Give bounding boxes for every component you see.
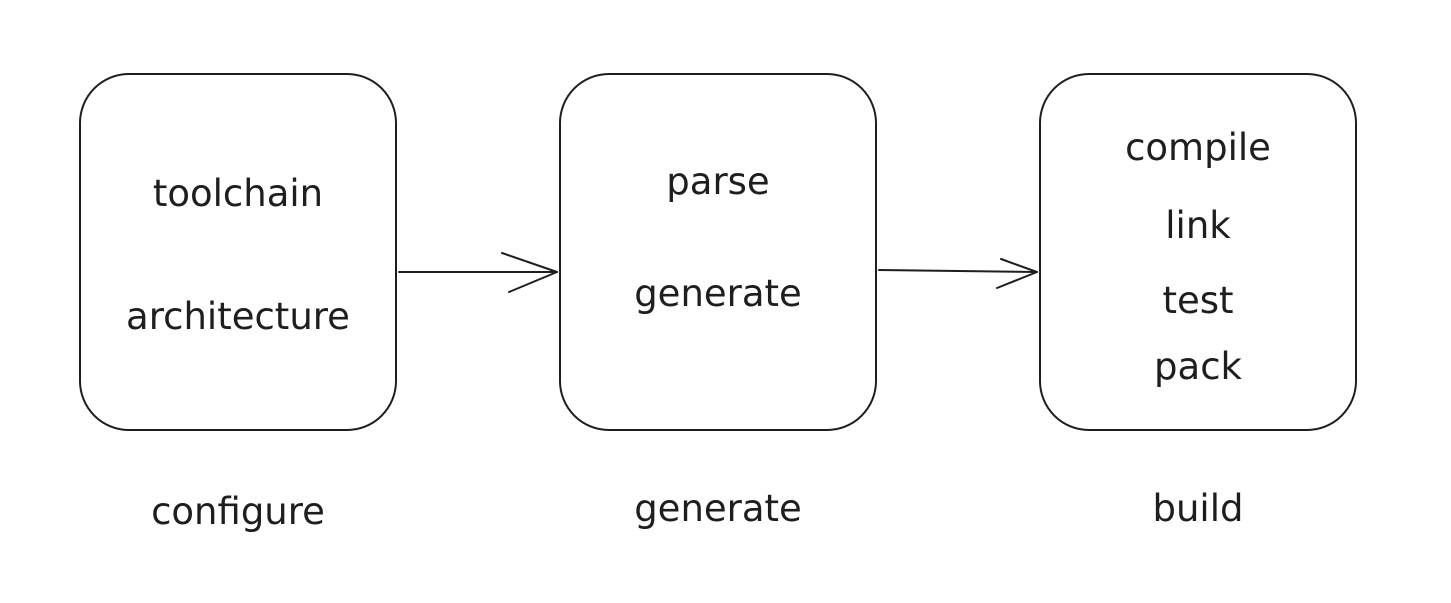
generate-stage-box: parse generate: [559, 73, 877, 431]
arrow-generate-to-build: [878, 258, 1038, 289]
step-parse: parse: [666, 160, 770, 203]
step-test: test: [1162, 279, 1234, 322]
step-pack: pack: [1154, 345, 1242, 388]
phase-label-build: build: [1152, 487, 1244, 530]
step-compile: compile: [1125, 126, 1271, 169]
step-link: link: [1165, 204, 1231, 247]
step-architecture: architecture: [126, 295, 350, 338]
phase-label-generate: generate: [634, 487, 802, 530]
configure-stage-box: toolchain architecture: [79, 73, 397, 431]
step-toolchain: toolchain: [152, 172, 324, 215]
step-generate: generate: [634, 272, 802, 315]
arrow-configure-to-generate: [398, 252, 558, 293]
build-stage-box: compile link test pack: [1039, 73, 1357, 431]
phase-label-configure: configure: [151, 490, 325, 533]
